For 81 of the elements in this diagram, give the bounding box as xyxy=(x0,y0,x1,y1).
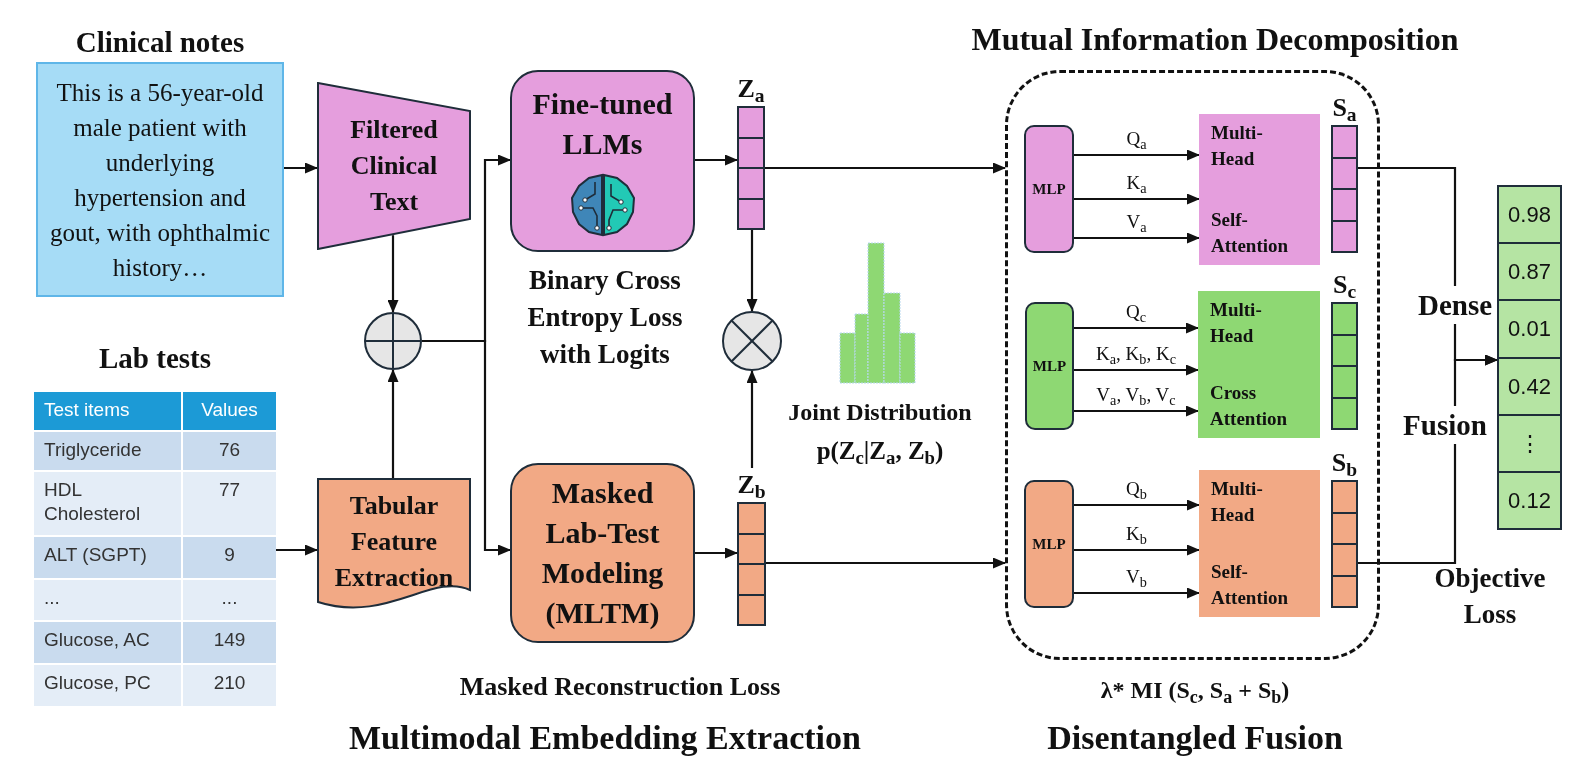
node-text: Multi-Head xyxy=(1211,121,1264,171)
caption-text: λ* MI (S$_{c}$, S$_{a}$ + S$_{b}$) xyxy=(1100,676,1290,706)
table-cell: HDL Cholesterol xyxy=(34,472,181,535)
heading-text: Clinical notes xyxy=(75,25,245,60)
attention-block xyxy=(1198,291,1320,438)
value-cell: 0.42 xyxy=(1499,358,1560,416)
model-block xyxy=(510,463,695,643)
mlp-block xyxy=(1024,125,1074,253)
output-vector xyxy=(1497,185,1562,530)
sum-operator xyxy=(364,312,422,370)
table-cell: 9 xyxy=(183,537,276,578)
arrow xyxy=(284,162,318,174)
node-text: MLP xyxy=(1032,534,1066,554)
arrow xyxy=(1074,149,1200,161)
annotation-text: Dense xyxy=(1415,286,1495,324)
arrow xyxy=(765,162,1006,174)
arrow xyxy=(387,235,399,313)
caption-text: Masked Reconstruction Loss xyxy=(459,671,781,703)
arrow xyxy=(695,154,738,166)
table-cell: 77 xyxy=(183,472,276,535)
node-text: Multi-Head xyxy=(1211,477,1264,527)
node-text: MLP xyxy=(1032,179,1066,199)
value-cell: 0.01 xyxy=(1499,301,1560,359)
arrow xyxy=(1074,364,1199,376)
arrow xyxy=(1074,405,1199,417)
node-text: Self-Attention xyxy=(1211,208,1290,258)
value-cell-text: 0.12 xyxy=(1507,486,1552,515)
node-text: Tabular Feature Extraction xyxy=(333,490,455,594)
arrow xyxy=(1074,193,1200,205)
table-cell: ALT (SGPT) xyxy=(34,537,181,578)
arrow xyxy=(1074,544,1200,556)
attention-block xyxy=(1199,470,1320,617)
table-cell: Triglyceride xyxy=(34,432,181,470)
table-cell: Glucose, AC xyxy=(34,622,181,663)
dashed-container xyxy=(1005,70,1380,660)
table-cell: ... xyxy=(34,580,181,620)
value-cell: 0.87 xyxy=(1499,244,1560,302)
node-text: Masked Lab-Test Modeling (MLTM) xyxy=(540,475,665,631)
mlp-block xyxy=(1024,480,1074,608)
encoder-trapezoid xyxy=(317,82,471,250)
arrow xyxy=(695,547,738,559)
arrow xyxy=(1074,322,1199,334)
arrow xyxy=(1074,232,1200,244)
arrow xyxy=(1358,354,1498,565)
heading-text: Z$_{b}$ xyxy=(737,470,766,500)
caption-text: Binary Cross Entropy Loss with Logits xyxy=(526,264,684,371)
arrow xyxy=(1074,587,1200,599)
arrow xyxy=(422,339,511,556)
table-cell: Glucose, PC xyxy=(34,665,181,706)
arrow xyxy=(746,230,758,312)
table-cell: ... xyxy=(183,580,276,620)
node-text: Self-Attention xyxy=(1211,560,1290,610)
node-text: Cross Attention xyxy=(1210,381,1289,431)
attention-block xyxy=(1199,114,1320,265)
node-text: MLP xyxy=(1032,356,1067,376)
header-cell: Test items xyxy=(34,392,181,430)
value-cell: ⋮ xyxy=(1499,415,1560,473)
heading-text: S$_{a}$ xyxy=(1332,93,1357,123)
table-cell: 149 xyxy=(183,622,276,663)
value-cell: 0.98 xyxy=(1499,187,1560,245)
arrow xyxy=(276,544,318,556)
arrow xyxy=(766,557,1006,569)
product-operator xyxy=(722,311,782,371)
node-text: Filtered Clinical Text xyxy=(349,114,439,218)
arrow xyxy=(387,369,399,478)
arrow xyxy=(1074,499,1200,511)
table-cell: 210 xyxy=(183,665,276,706)
table-cell: 76 xyxy=(183,432,276,470)
note-text: This is a 56-year-old male patient with underlying hypertension and gout, with ophthalmic history… xyxy=(48,77,272,283)
node-text: Multi-Head xyxy=(1210,298,1263,348)
heading-text: S$_{b}$ xyxy=(1331,448,1358,478)
model-block xyxy=(510,70,695,252)
caption-text: Objective Loss xyxy=(1433,562,1547,631)
node-text: Fine-tuned LLMs xyxy=(531,86,674,162)
header-cell: Values xyxy=(183,392,276,430)
annotation-text: Fusion xyxy=(1401,406,1489,444)
heading-text: Z$_{a}$ xyxy=(737,74,765,104)
heading-text: Lab tests xyxy=(99,341,211,376)
arrow xyxy=(746,370,758,468)
heading-text: S$_{c}$ xyxy=(1332,270,1357,300)
mlp-block xyxy=(1025,302,1074,430)
